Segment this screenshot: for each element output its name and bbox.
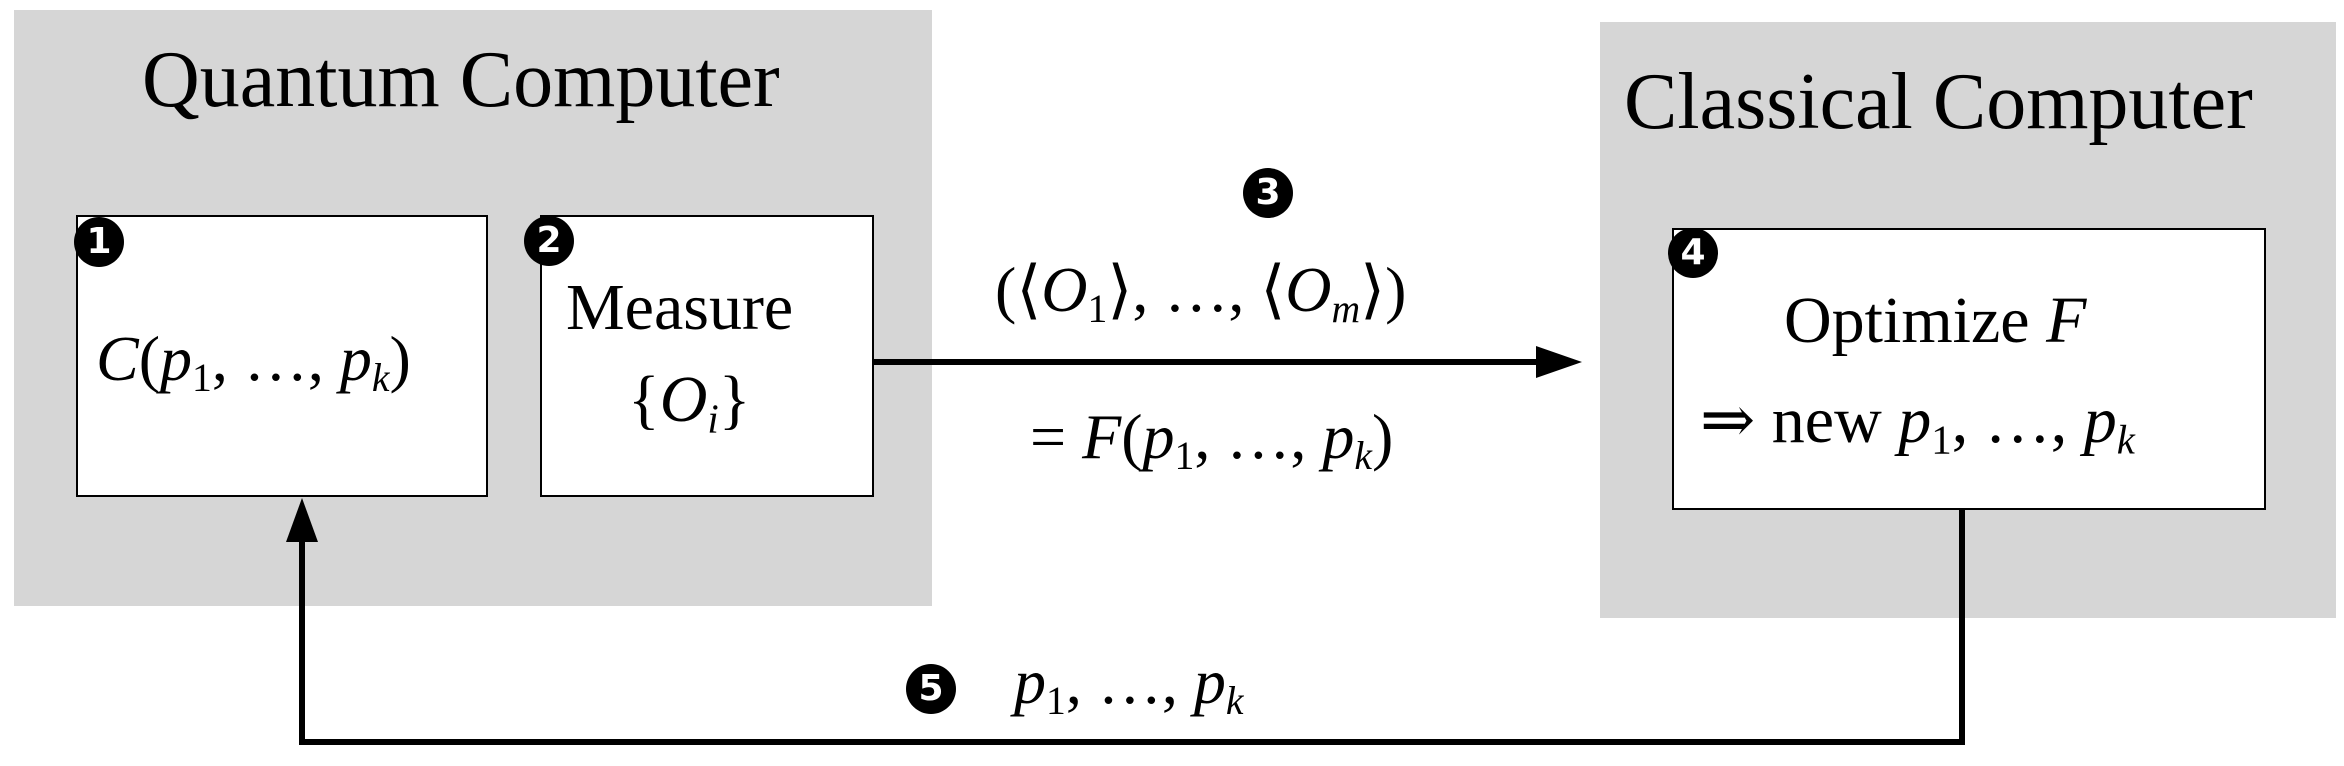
measure-label: Measure — [566, 271, 794, 344]
objective-function: = F(p1, …, pk) — [1030, 401, 1394, 479]
observables-set: {Oi} — [628, 363, 751, 442]
optimize-label: Optimize F — [1784, 284, 2087, 357]
measurement-to-classical-arrow — [874, 346, 1582, 378]
optimize-box: Optimize F ⇒ new p1, …, pk — [1672, 228, 2266, 510]
step-3-badge: 3 — [1243, 168, 1293, 218]
expectation-values: (⟨O1⟩, …, ⟨Om⟩) — [995, 254, 1407, 332]
feedback-params: p1, …, pk — [1014, 646, 1244, 724]
step-1-badge: 1 — [74, 217, 124, 267]
classical-computer-title: Classical Computer — [1624, 58, 2253, 146]
new-params-label: ⇒ new p1, …, pk — [1700, 384, 2135, 463]
circuit-box: C(p1, …, pk) — [76, 215, 488, 497]
quantum-computer-title: Quantum Computer — [142, 36, 780, 124]
step-2-badge: 2 — [524, 216, 574, 266]
measure-box: Measure {Oi} — [540, 215, 874, 497]
step-5-badge: 5 — [906, 664, 956, 714]
step-4-badge: 4 — [1668, 228, 1718, 278]
feedback-arrow — [286, 498, 1965, 745]
circuit-expression: C(p1, …, pk) — [96, 323, 411, 401]
